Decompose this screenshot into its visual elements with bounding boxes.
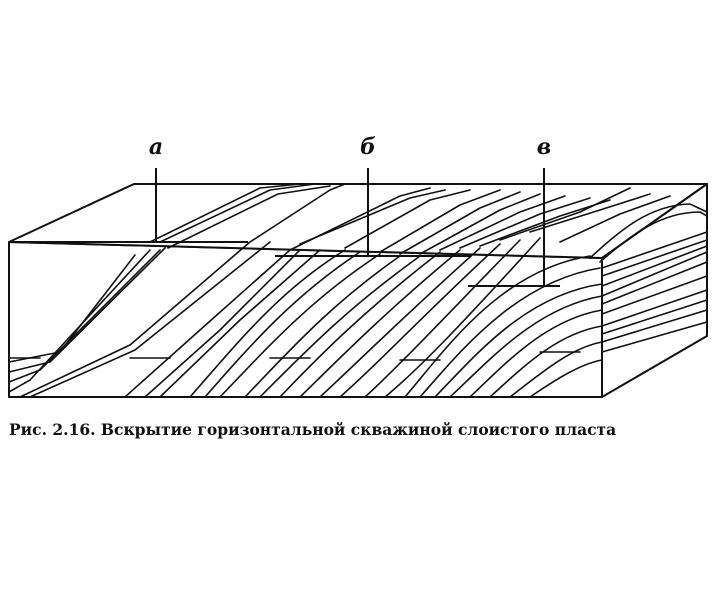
figure-caption: Рис. 2.16. Вскрытие горизонтальной скваж… — [9, 420, 617, 439]
well-b — [275, 168, 470, 257]
right-face-layers — [601, 231, 708, 353]
horizontal-wells — [9, 168, 560, 287]
well-v — [468, 168, 560, 287]
label-a: а — [149, 134, 163, 160]
label-b: б — [360, 134, 376, 160]
front-face-markers — [8, 351, 581, 361]
label-v: в — [537, 134, 551, 160]
top-face-layers — [149, 183, 708, 263]
block-front-face — [8, 241, 603, 398]
well-a — [9, 168, 248, 243]
